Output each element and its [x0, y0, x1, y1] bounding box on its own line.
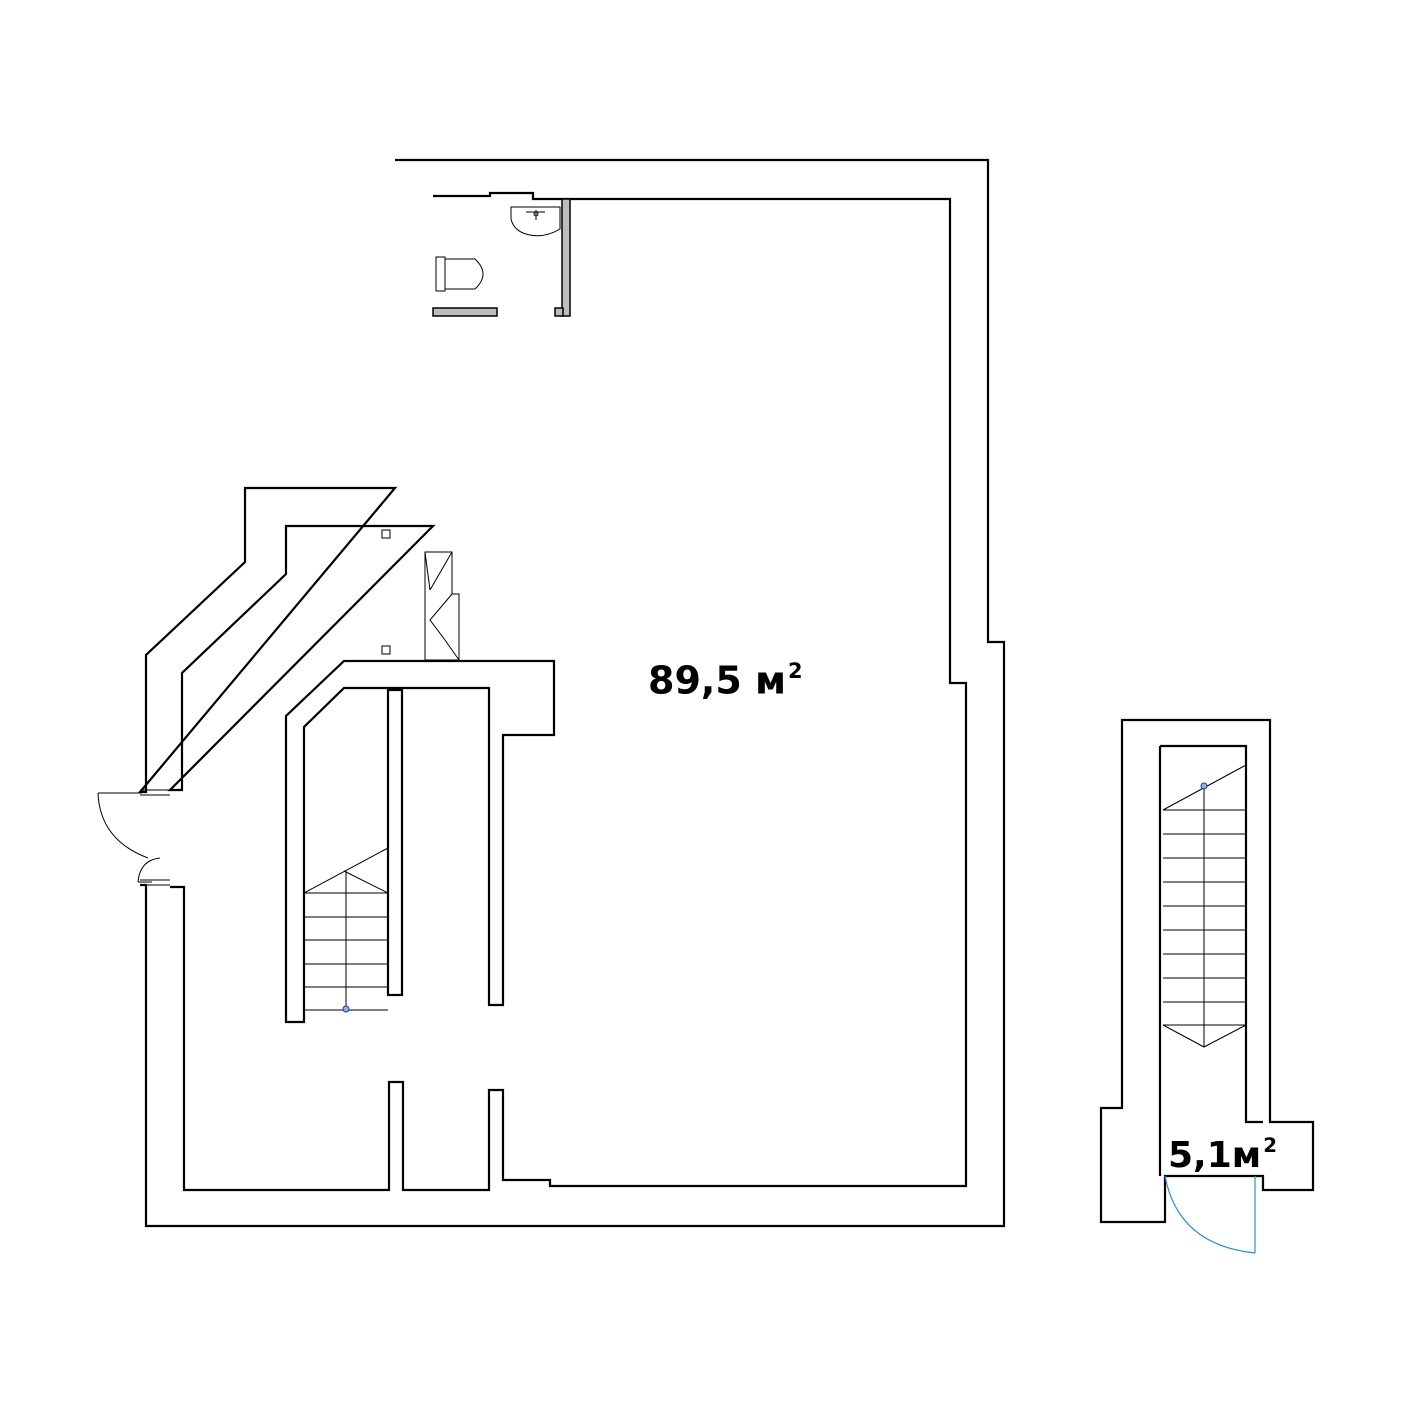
main-room-area-value: 89,5 м: [648, 658, 787, 703]
sink-icon: [510, 206, 561, 237]
door-icon: [1164, 1175, 1256, 1254]
stair-room-area-unit-power: 2: [1263, 1134, 1277, 1157]
bathroom-partition-right: [561, 198, 571, 317]
bathroom-partition-stub: [554, 307, 564, 317]
stair-room-area-value: 5,1м: [1168, 1134, 1262, 1176]
stair-core-outer: [284, 659, 556, 1024]
stair-divider-wall: [386, 688, 404, 997]
staircase-icon: [303, 847, 389, 1013]
stair-room-inner-wall: [1160, 744, 1263, 1124]
column-icon: [381, 645, 391, 655]
bathroom-partition-bottom: [432, 307, 498, 317]
door-icon: [97, 792, 161, 883]
inner-wall-face: [167, 191, 968, 1192]
outer-wall: [137, 158, 1006, 1228]
entrance-jamb-top: [140, 789, 170, 796]
toilet-icon: [435, 256, 484, 292]
main-room-area-unit-power: 2: [788, 659, 803, 683]
stair-room-outer-wall: [1099, 718, 1315, 1224]
staircase-icon: [1162, 764, 1247, 1048]
staircase-icon: [424, 551, 460, 661]
main-room-area-label: 89,5 м2: [648, 661, 803, 700]
column-icon: [381, 529, 391, 539]
entrance-jamb-bottom: [140, 879, 170, 886]
